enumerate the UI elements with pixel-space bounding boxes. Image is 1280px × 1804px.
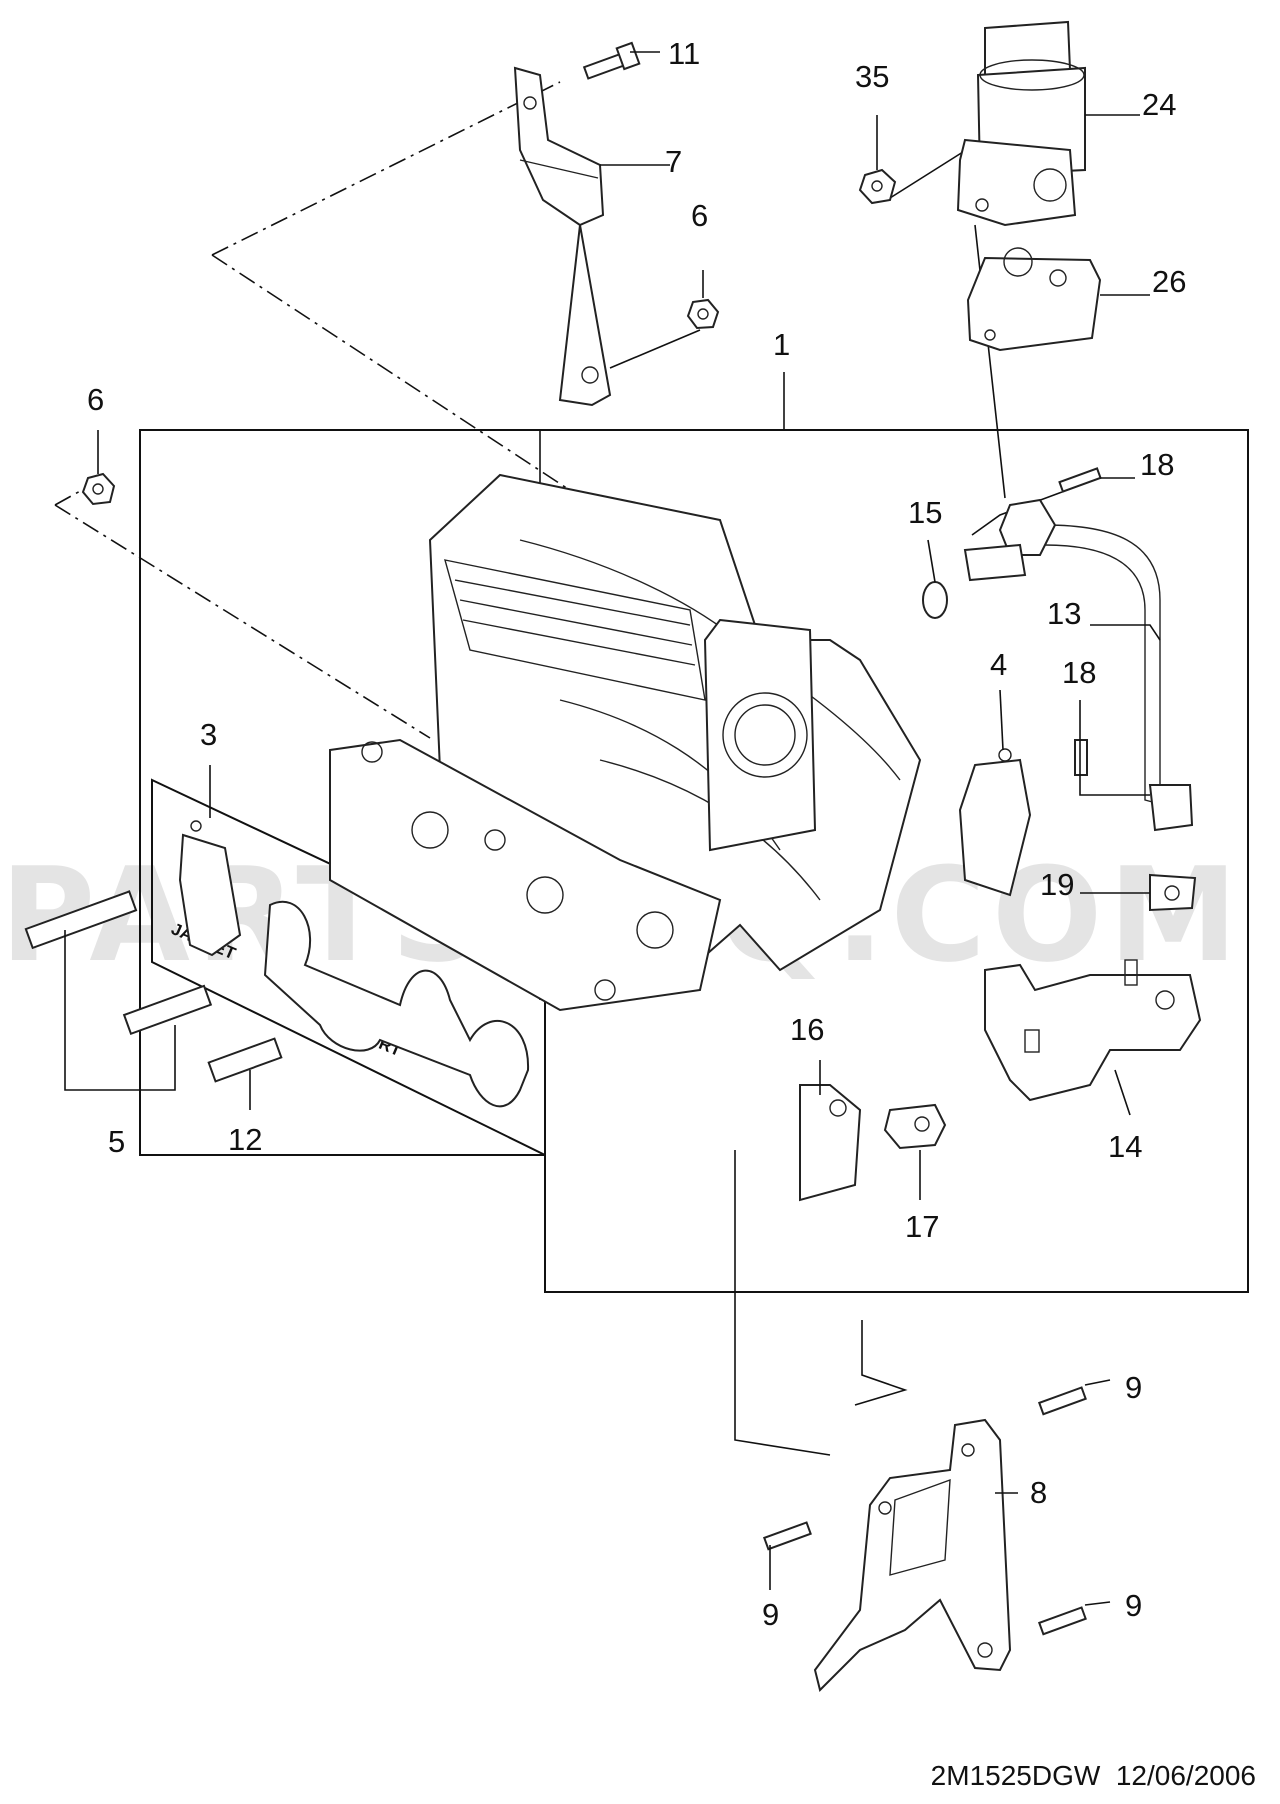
bolt-9-left xyxy=(762,1521,812,1551)
bolt-9-lower xyxy=(1037,1606,1087,1636)
nut-6-upper xyxy=(686,298,720,330)
assembly-frame xyxy=(139,372,1249,1293)
throttle-gasket xyxy=(958,748,1032,897)
cover-plate-16 xyxy=(799,1084,862,1202)
stud-5-a xyxy=(24,890,138,950)
callout-6-left: 6 xyxy=(87,382,104,417)
callout-9-left: 9 xyxy=(762,1597,779,1632)
callout-19: 19 xyxy=(1040,867,1074,902)
stud-5-b xyxy=(122,984,213,1036)
bolt-9-upper xyxy=(1037,1386,1087,1416)
flange-gasket-19 xyxy=(1149,873,1197,912)
callout-8: 8 xyxy=(1030,1475,1047,1510)
callout-17: 17 xyxy=(905,1209,939,1244)
drawing-date: 12/06/2006 xyxy=(1115,1760,1256,1791)
callout-26: 26 xyxy=(1152,264,1186,299)
callout-16: 16 xyxy=(790,1012,824,1047)
callout-4: 4 xyxy=(990,647,1007,682)
egr-adapter xyxy=(984,959,1202,1102)
callout-12: 12 xyxy=(228,1122,262,1157)
callout-labels: 11 7 6 1 6 35 24 26 18 15 13 4 18 3 19 1… xyxy=(87,36,1186,1632)
nut-6-left xyxy=(81,472,116,506)
seal-ring-15 xyxy=(922,581,948,619)
callout-18-upper: 18 xyxy=(1140,447,1174,482)
callout-5: 5 xyxy=(108,1124,125,1159)
callout-15: 15 xyxy=(908,495,942,530)
bolt-11 xyxy=(582,41,641,80)
callout-13: 13 xyxy=(1047,596,1081,631)
nut-35 xyxy=(858,168,897,205)
bolt-18-upper xyxy=(1058,467,1102,493)
callout-7: 7 xyxy=(665,144,682,179)
bolt-18-lower xyxy=(1074,739,1088,776)
callout-9-lower: 9 xyxy=(1125,1588,1142,1623)
callout-11: 11 xyxy=(668,36,700,71)
gasket-17 xyxy=(883,1103,947,1150)
callout-24: 24 xyxy=(1142,87,1176,122)
egr-pipe xyxy=(963,498,1194,832)
lower-flange xyxy=(329,738,722,1012)
callout-14: 14 xyxy=(1108,1129,1142,1164)
drawing-code: 2M1525DGW xyxy=(930,1760,1101,1791)
callout-3: 3 xyxy=(200,717,217,752)
callout-1: 1 xyxy=(773,327,790,362)
drawing-footer: 2M1525DGW 12/06/2006 xyxy=(931,1760,1256,1792)
lower-bracket xyxy=(813,1418,1012,1692)
callout-9-upper: 9 xyxy=(1125,1370,1142,1405)
callout-leaders xyxy=(64,51,1161,1606)
egr-valve xyxy=(956,20,1086,227)
stud-12 xyxy=(207,1037,283,1083)
callout-18-lower: 18 xyxy=(1062,655,1096,690)
callout-6-upper: 6 xyxy=(691,198,708,233)
egr-gasket xyxy=(966,247,1102,352)
jacket-gasket xyxy=(178,820,242,957)
port-gasket xyxy=(263,900,530,1108)
callout-35: 35 xyxy=(855,59,889,94)
throttle-flange xyxy=(703,618,817,852)
upper-bracket xyxy=(513,66,612,407)
